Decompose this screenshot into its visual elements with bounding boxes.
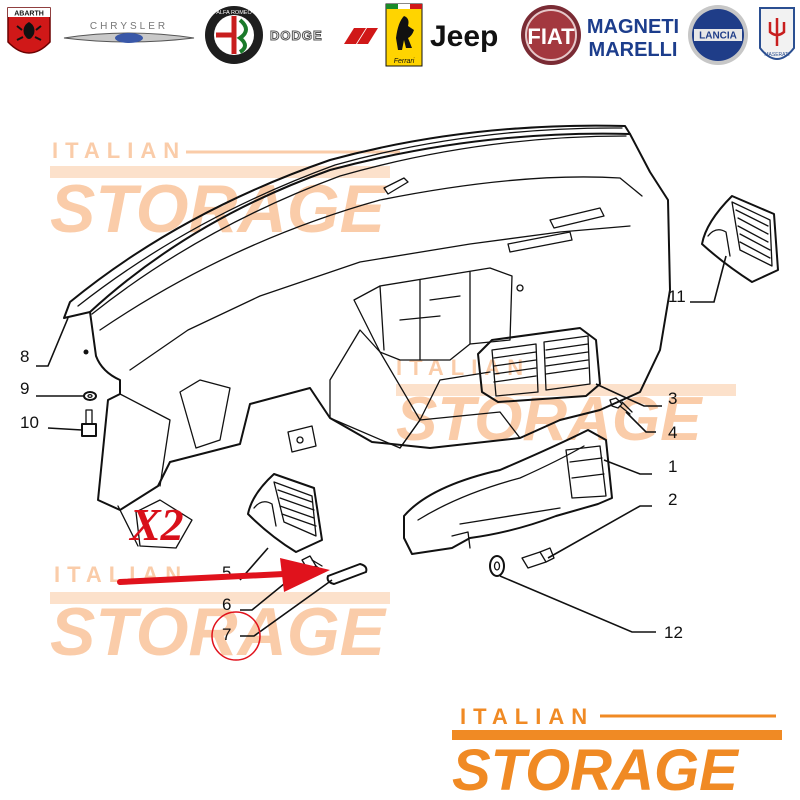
- logo-big-text: STORAGE: [452, 738, 740, 800]
- chrysler-logo: CHRYSLER: [63, 21, 195, 43]
- alfa-romeo-label: ALFA ROMEO: [216, 10, 252, 16]
- alfa-romeo-logo: ALFA ROMEO: [205, 6, 263, 64]
- dodge-logo: DODGE: [270, 28, 378, 44]
- chrysler-label: CHRYSLER: [90, 21, 168, 32]
- part-9-nut: [83, 391, 97, 401]
- callout-3: 3: [668, 389, 677, 408]
- callout-11: 11: [668, 287, 686, 306]
- part-12-washer: [489, 555, 505, 577]
- watermark-bottom: ITALIAN STORAGE: [50, 562, 390, 670]
- maserati-logo: MASERATI: [759, 7, 795, 60]
- watermark-middle-big: STORAGE: [396, 385, 703, 454]
- callout-9: 9: [20, 379, 29, 398]
- magneti-marelli-logo: MAGNETI MARELLI: [587, 16, 679, 61]
- part-2-screw: [521, 547, 555, 569]
- fiat-logo: FIAT: [521, 5, 581, 65]
- watermark-middle: ITALIAN STORAGE: [396, 355, 736, 454]
- watermark-top: ITALIAN STORAGE: [50, 138, 400, 247]
- magneti-label: MAGNETI: [587, 16, 679, 38]
- callout-labels: 1 2 3 4 5 6 7 8 9 10 11 12: [20, 287, 686, 644]
- marelli-label: MARELLI: [589, 39, 678, 61]
- lancia-label: LANCIA: [699, 31, 737, 42]
- quantity-multiplier: X2: [128, 499, 184, 550]
- callout-12: 12: [664, 623, 683, 642]
- fiat-label: FIAT: [527, 24, 575, 49]
- part-7-cap: [326, 563, 368, 585]
- part-3-center-vent: [477, 327, 601, 403]
- logo-small-text: ITALIAN: [460, 704, 594, 729]
- lancia-logo: LANCIA: [688, 5, 748, 65]
- callout-1: 1: [668, 457, 677, 476]
- maserati-label: MASERATI: [764, 52, 789, 58]
- leader-lines: [36, 255, 727, 637]
- callout-7: 7: [222, 625, 231, 644]
- italian-storage-logo: ITALIAN STORAGE: [452, 704, 782, 800]
- ferrari-logo: Ferrari: [385, 3, 423, 67]
- callout-8: 8: [20, 347, 29, 366]
- dashboard-diagram: 1 2 3 4 5 6 7 8 9 10 11 12 X2: [20, 124, 779, 661]
- abarth-label: ABARTH: [14, 11, 44, 18]
- part-1-trim-bezel: [403, 429, 613, 555]
- part-11-side-vent: [701, 195, 779, 283]
- part-5-left-vent: [247, 473, 323, 553]
- callout-5: 5: [222, 563, 231, 582]
- ferrari-label: Ferrari: [394, 58, 415, 65]
- watermark-bottom-big: STORAGE: [50, 594, 388, 670]
- watermark-middle-small: ITALIAN: [396, 355, 530, 380]
- red-arrow-icon: [117, 558, 330, 592]
- callout-4: 4: [668, 423, 677, 442]
- watermark-top-small: ITALIAN: [52, 138, 186, 163]
- callout-2: 2: [668, 490, 677, 509]
- watermark-top-big: STORAGE: [50, 171, 388, 247]
- brand-strip: ABARTH CHRYSLER ALFA ROMEO DODGE: [7, 3, 795, 67]
- jeep-label: Jeep: [430, 20, 498, 53]
- jeep-logo: Jeep: [430, 20, 498, 53]
- dodge-label: DODGE: [270, 28, 323, 43]
- callout-10: 10: [20, 413, 39, 432]
- part-10-bolt: [81, 409, 97, 437]
- callout-6: 6: [222, 595, 231, 614]
- highlight-circle: [211, 611, 261, 661]
- abarth-logo: ABARTH: [7, 7, 51, 54]
- dash-top-rail: [63, 124, 631, 319]
- part-4-screw: [609, 397, 633, 415]
